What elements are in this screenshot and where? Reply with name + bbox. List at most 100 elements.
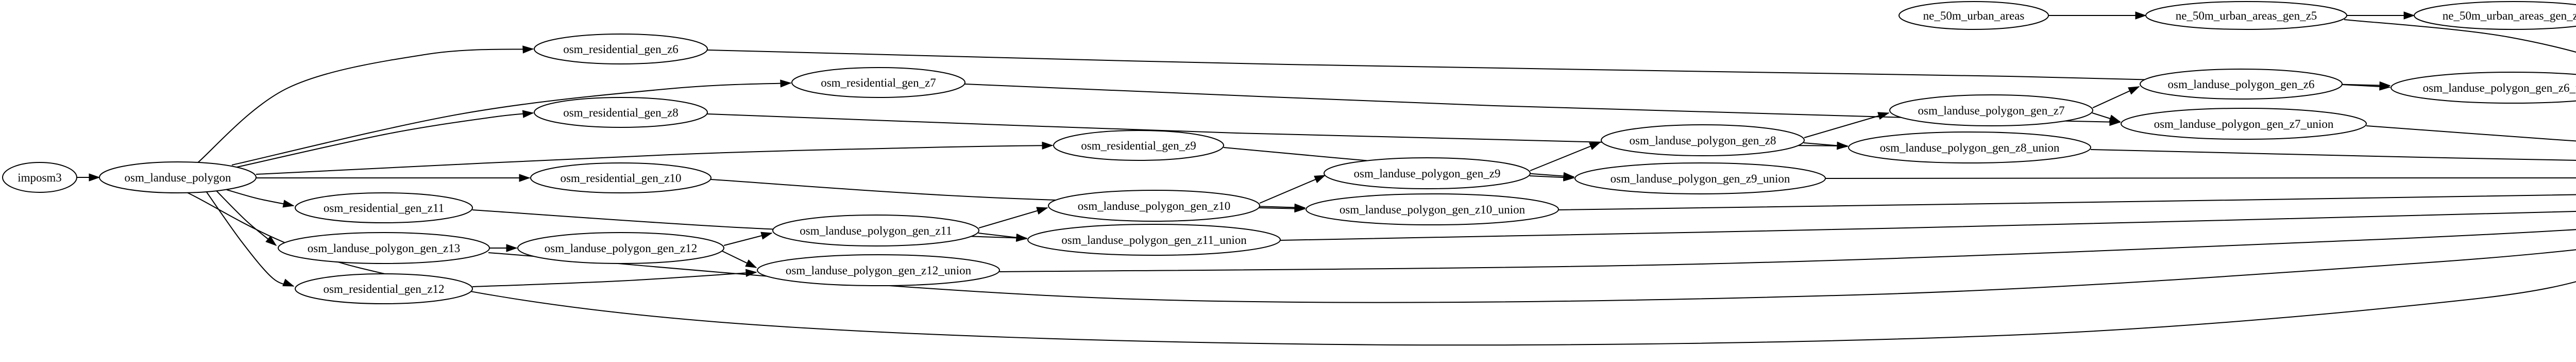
node-osm_residential_gen_z7: osm_residential_gen_z7 bbox=[791, 67, 965, 98]
node-shape-osm_landuse_polygon_gen_z11 bbox=[772, 215, 979, 246]
edge-osm_landuse_polygon_gen_z11-to-osm_landuse_polygon_gen_z10 bbox=[978, 207, 1048, 228]
node-shape-osm_landuse_polygon_gen_z12_union bbox=[757, 254, 1000, 286]
node-osm_residential_gen_z11: osm_residential_gen_z11 bbox=[295, 192, 473, 223]
edge-osm_landuse_polygon-to-osm_landuse_polygon_gen_z13 bbox=[216, 190, 277, 246]
node-shape-osm_landuse_polygon_gen_z6 bbox=[2140, 69, 2343, 100]
node-label-osm_landuse_polygon_gen_z9: osm_landuse_polygon_gen_z9 bbox=[1354, 167, 1501, 180]
node-label-osm_residential_gen_z9: osm_residential_gen_z9 bbox=[1081, 139, 1196, 152]
node-osm_landuse_polygon_gen_z10: osm_landuse_polygon_gen_z10 bbox=[1048, 190, 1260, 222]
edge-osm_landuse_polygon_gen_z10-to-osm_landuse_polygon_gen_z9 bbox=[1259, 175, 1326, 204]
node-osm_residential_gen_z10: osm_residential_gen_z10 bbox=[530, 162, 711, 193]
node-label-osm_landuse_polygon_gen_z12: osm_landuse_polygon_gen_z12 bbox=[545, 242, 697, 255]
node-label-osm_landuse_polygon: osm_landuse_polygon bbox=[125, 171, 231, 184]
node-label-osm_residential_gen_z7: osm_residential_gen_z7 bbox=[821, 76, 936, 89]
node-label-osm_landuse_polygon_gen_z12_union: osm_landuse_polygon_gen_z12_union bbox=[786, 264, 972, 277]
node-osm_landuse_polygon_gen_z6: osm_landuse_polygon_gen_z6 bbox=[2140, 69, 2343, 100]
node-label-osm_residential_gen_z10: osm_residential_gen_z10 bbox=[560, 172, 681, 185]
node-shape-osm_residential_gen_z9 bbox=[1053, 130, 1224, 161]
node-shape-osm_landuse_polygon_gen_z9_union bbox=[1574, 162, 1826, 194]
node-label-osm_landuse_polygon_gen_z7_union: osm_landuse_polygon_gen_z7_union bbox=[2154, 118, 2334, 130]
node-osm_landuse_polygon_gen_z10_union: osm_landuse_polygon_gen_z10_union bbox=[1306, 193, 1559, 225]
node-osm_residential_gen_z12: osm_residential_gen_z12 bbox=[295, 273, 473, 304]
node-shape-osm_landuse_polygon_gen_z9 bbox=[1324, 157, 1531, 189]
node-shape-osm_landuse_polygon_gen_z8 bbox=[1601, 124, 1805, 156]
edge-osm_landuse_polygon-to-osm_residential_gen_z7 bbox=[231, 79, 792, 166]
node-label-osm_landuse_polygon_gen_z11_union: osm_landuse_polygon_gen_z11_union bbox=[1061, 234, 1247, 246]
node-label-osm_landuse_polygon_gen_z10: osm_landuse_polygon_gen_z10 bbox=[1078, 200, 1230, 212]
node-shape-osm_residential_gen_z8 bbox=[534, 97, 708, 128]
node-shape-ne_50m_urban_areas_gen_z4 bbox=[2414, 1, 2576, 30]
node-label-imposm3: imposm3 bbox=[18, 171, 62, 184]
node-shape-osm_residential_gen_z12 bbox=[295, 273, 473, 304]
node-shape-osm_residential_gen_z10 bbox=[530, 162, 711, 193]
node-label-osm_landuse_polygon_gen_z7: osm_landuse_polygon_gen_z7 bbox=[1918, 104, 2065, 117]
edge-osm_landuse_polygon_gen_z10-to-osm_landuse_polygon_gen_z10_union bbox=[1259, 204, 1306, 213]
edge-osm_landuse_polygon_gen_z11-to-osm_landuse_polygon_gen_z11_union bbox=[978, 233, 1028, 242]
node-ne_50m_urban_areas: ne_50m_urban_areas bbox=[1899, 1, 2049, 30]
node-shape-osm_landuse_polygon_gen_z7_union bbox=[2121, 108, 2367, 140]
node-label-osm_landuse_polygon_gen_z6_union: osm_landuse_polygon_gen_z6_union bbox=[2423, 81, 2576, 94]
edge-osm_landuse_polygon_gen_z11_union-to-layer_landuse-z11 bbox=[1280, 210, 2576, 241]
edge-osm_residential_gen_z12-to-osm_landuse_polygon_gen_z12_union bbox=[472, 269, 757, 287]
node-ne_50m_urban_areas_gen_z5: ne_50m_urban_areas_gen_z5 bbox=[2145, 1, 2347, 30]
node-ne_50m_urban_areas_gen_z4: ne_50m_urban_areas_gen_z4 bbox=[2414, 1, 2576, 30]
edge-osm_landuse_polygon_gen_z9-to-osm_landuse_polygon_gen_z9_union bbox=[1529, 173, 1575, 182]
node-shape-osm_landuse_polygon_gen_z13 bbox=[278, 232, 490, 264]
node-osm_landuse_polygon_gen_z12: osm_landuse_polygon_gen_z12 bbox=[517, 232, 724, 264]
node-label-ne_50m_urban_areas_gen_z5: ne_50m_urban_areas_gen_z5 bbox=[2176, 9, 2317, 22]
node-label-osm_landuse_polygon_gen_z8_union: osm_landuse_polygon_gen_z8_union bbox=[1880, 141, 2060, 154]
node-shape-osm_landuse_polygon_gen_z6_union bbox=[2391, 72, 2576, 104]
node-label-osm_residential_gen_z11: osm_residential_gen_z11 bbox=[324, 202, 444, 215]
node-osm_landuse_polygon_gen_z11: osm_landuse_polygon_gen_z11 bbox=[772, 215, 979, 246]
node-osm_landuse_polygon_gen_z6_union: osm_landuse_polygon_gen_z6_union bbox=[2391, 72, 2576, 104]
node-shape-osm_landuse_polygon_gen_z12 bbox=[517, 232, 724, 264]
node-label-osm_landuse_polygon_gen_z11: osm_landuse_polygon_gen_z11 bbox=[800, 224, 952, 237]
node-label-osm_landuse_polygon_gen_z9_union: osm_landuse_polygon_gen_z9_union bbox=[1611, 172, 1790, 185]
node-osm_residential_gen_z6: osm_residential_gen_z6 bbox=[534, 34, 708, 64]
node-imposm3: imposm3 bbox=[2, 162, 77, 193]
node-label-osm_residential_gen_z12: osm_residential_gen_z12 bbox=[323, 283, 444, 295]
node-label-osm_residential_gen_z8: osm_residential_gen_z8 bbox=[563, 106, 679, 119]
edge-osm_landuse_polygon_gen_z10_union-to-layer_landuse-z10 bbox=[1558, 194, 2576, 210]
node-shape-osm_landuse_polygon_gen_z11_union bbox=[1027, 224, 1281, 256]
node-osm_landuse_polygon_gen_z7_union: osm_landuse_polygon_gen_z7_union bbox=[2121, 108, 2367, 140]
node-label-osm_residential_gen_z6: osm_residential_gen_z6 bbox=[563, 43, 679, 56]
edge-ne_50m_urban_areas_gen_z5-to-layer_landuse-z5 bbox=[2344, 19, 2576, 53]
node-label-osm_landuse_polygon_gen_z8: osm_landuse_polygon_gen_z8 bbox=[1630, 134, 1776, 147]
node-shape-osm_landuse_polygon_gen_z10 bbox=[1048, 190, 1260, 222]
node-label-osm_landuse_polygon_gen_z6: osm_landuse_polygon_gen_z6 bbox=[2168, 78, 2315, 91]
node-shape-osm_residential_gen_z7 bbox=[791, 67, 965, 98]
edge-osm_landuse_polygon_gen_z9-to-osm_landuse_polygon_gen_z8 bbox=[1530, 142, 1601, 171]
edge-osm_landuse_polygon-to-osm_residential_gen_z8 bbox=[236, 110, 534, 168]
node-osm_landuse_polygon_gen_z12_union: osm_landuse_polygon_gen_z12_union bbox=[757, 254, 1000, 286]
edge-osm_landuse_polygon-to-osm_residential_gen_z12 bbox=[206, 191, 295, 287]
node-osm_landuse_polygon_gen_z9: osm_landuse_polygon_gen_z9 bbox=[1324, 157, 1531, 189]
node-osm_landuse_polygon_gen_z9_union: osm_landuse_polygon_gen_z9_union bbox=[1574, 162, 1826, 194]
edge-osm_landuse_polygon_gen_z8_union-to-layer_landuse-z8 bbox=[2090, 149, 2576, 161]
node-osm_residential_gen_z9: osm_residential_gen_z9 bbox=[1053, 130, 1224, 161]
node-osm_landuse_polygon_gen_z8_union: osm_landuse_polygon_gen_z8_union bbox=[1848, 131, 2091, 163]
node-shape-osm_landuse_polygon_gen_z10_union bbox=[1306, 193, 1559, 225]
edge-osm_landuse_polygon_gen_z7-to-osm_landuse_polygon_gen_z6 bbox=[2092, 86, 2140, 108]
node-osm_landuse_polygon_gen_z8: osm_landuse_polygon_gen_z8 bbox=[1601, 124, 1805, 156]
edge-osm_landuse_polygon_gen_z6-to-osm_landuse_polygon_gen_z6_union bbox=[2342, 83, 2391, 91]
edge-osm_landuse_polygon-to-osm_residential_gen_z11 bbox=[226, 189, 295, 208]
node-shape-osm_residential_gen_z11 bbox=[295, 192, 473, 223]
node-shape-osm_residential_gen_z6 bbox=[534, 34, 708, 64]
node-shape-osm_landuse_polygon bbox=[99, 161, 257, 193]
node-label-osm_landuse_polygon_gen_z13: osm_landuse_polygon_gen_z13 bbox=[308, 242, 460, 255]
node-osm_landuse_polygon_gen_z13: osm_landuse_polygon_gen_z13 bbox=[278, 232, 490, 264]
node-shape-ne_50m_urban_areas_gen_z5 bbox=[2145, 1, 2347, 30]
edge-osm_landuse_polygon_gen_z12_union-to-layer_landuse-z12 bbox=[999, 229, 2576, 272]
node-shape-ne_50m_urban_areas bbox=[1899, 1, 2049, 30]
node-osm_residential_gen_z8: osm_residential_gen_z8 bbox=[534, 97, 708, 128]
node-osm_landuse_polygon: osm_landuse_polygon bbox=[99, 161, 257, 193]
node-osm_landuse_polygon_gen_z11_union: osm_landuse_polygon_gen_z11_union bbox=[1027, 224, 1281, 256]
node-label-ne_50m_urban_areas_gen_z4: ne_50m_urban_areas_gen_z4 bbox=[2443, 9, 2576, 22]
edge-osm_landuse_polygon_gen_z8-to-osm_landuse_polygon_gen_z8_union bbox=[1803, 141, 1849, 150]
edge-osm_landuse_polygon_gen_z7_union-to-layer_landuse-z7 bbox=[2366, 125, 2576, 142]
node-osm_landuse_polygon_gen_z7: osm_landuse_polygon_gen_z7 bbox=[1889, 94, 2093, 126]
edge-osm_landuse_polygon_gen_z7-to-osm_landuse_polygon_gen_z7_union bbox=[2092, 112, 2121, 123]
